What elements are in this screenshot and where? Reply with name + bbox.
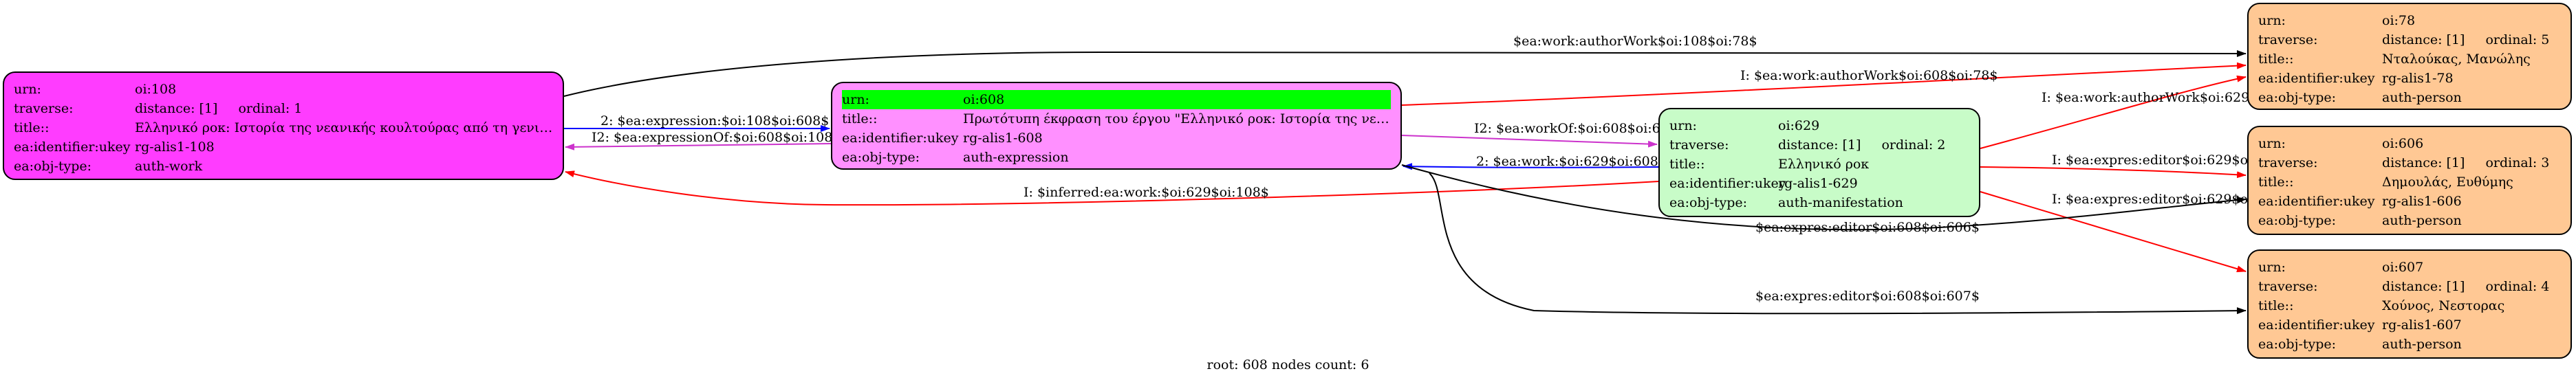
urn-key: urn: (842, 92, 869, 107)
urn-value: oi:606 (2382, 136, 2424, 151)
graph-footer: root: 608 nodes count: 6 (1206, 357, 1370, 372)
type-key: ea:obj-type: (2258, 213, 2337, 228)
type-value: auth-person (2382, 213, 2462, 228)
edge-108-78 (563, 49, 2247, 97)
title-key: title:: (1669, 157, 1705, 172)
edge-608-78 (1401, 62, 2247, 106)
edge-label-629-608: 2: $ea:work:$oi:629$oi:608$ (1476, 154, 1667, 169)
ukey-value: rg-alis1-608 (963, 131, 1043, 146)
traverse-key: traverse: (14, 101, 74, 116)
ukey-value: rg-alis1-108 (135, 139, 215, 155)
ukey-value: rg-alis1-629 (1778, 176, 1858, 191)
type-value: auth-person (2382, 90, 2462, 105)
edge-label-629-78: I: $ea:work:authorWork$oi:629$oi:78$ (2042, 90, 2299, 105)
type-key: ea:obj-type: (842, 150, 920, 165)
type-value: auth-work (135, 159, 203, 174)
edge-629-607 (1980, 191, 2247, 273)
type-key: ea:obj-type: (2258, 337, 2337, 352)
ukey-value: rg-alis1-606 (2382, 194, 2462, 209)
title-value: Νταλούκας, Μανώλης (2382, 52, 2531, 67)
traverse-key: traverse: (2258, 279, 2318, 294)
edge-label-108-78: $ea:work:authorWork$oi:108$oi:78$ (1513, 34, 1757, 49)
title-key: title:: (2258, 298, 2294, 313)
edge-label-629-606: I: $ea:expres:editor$oi:629$oi:606$ (2052, 153, 2290, 168)
root-highlight-row: urn: oi:608 (842, 90, 1391, 109)
distance-value: distance: [1] (2382, 155, 2465, 170)
urn-value: oi:629 (1778, 118, 1820, 133)
urn-value: oi:608 (963, 92, 1005, 107)
edge-label-608-629: I2: $ea:workOf:$oi:608$oi:629$ (1474, 121, 1685, 136)
traverse-key: traverse: (1669, 137, 1729, 153)
title-key: title:: (842, 111, 878, 126)
ordinal-value: ordinal: 1 (238, 101, 303, 116)
title-value: Δημουλάς, Ευθύμης (2382, 175, 2513, 190)
urn-value: oi:78 (2382, 13, 2416, 28)
edge-label-608-108: I2: $ea:expressionOf:$oi:608$oi:108$ (592, 130, 841, 145)
title-key: title:: (2258, 52, 2294, 67)
node-oi-108[interactable]: urn: oi:108 traverse: distance: [1] ordinal… (3, 71, 564, 180)
edge-label-629-108: I: $inferred:ea:work:$oi:629$oi:108$ (1024, 185, 1269, 200)
ukey-key: ea:identifier:ukey (1669, 176, 1786, 191)
urn-key: urn: (1669, 118, 1697, 133)
edge-label-608-607: $ea:expres:editor$oi:608$oi:607$ (1755, 289, 1980, 304)
ukey-key: ea:identifier:ukey (2258, 317, 2375, 333)
traverse-key: traverse: (2258, 32, 2318, 47)
node-oi-629[interactable]: urn: oi:629 traverse: distance: [1] ordinal… (1658, 108, 1980, 217)
title-key: title:: (2258, 175, 2294, 190)
ukey-key: ea:identifier:ukey (14, 139, 131, 155)
ukey-key: ea:identifier:ukey (2258, 71, 2375, 86)
edge-label-108-608: 2: $ea:expression:$oi:108$oi:608$ (600, 113, 829, 128)
type-value: auth-person (2382, 337, 2462, 352)
node-oi-606[interactable]: urn: oi:606 traverse: distance: [1] ordinal… (2247, 126, 2572, 235)
node-oi-607[interactable]: urn: oi:607 traverse: distance: [1] ordinal… (2247, 249, 2572, 359)
title-key: title:: (14, 120, 50, 135)
urn-key: urn: (2258, 13, 2286, 28)
ordinal-value: ordinal: 2 (1881, 137, 1946, 153)
type-key: ea:obj-type: (2258, 90, 2337, 105)
ordinal-value: ordinal: 3 (2485, 155, 2550, 170)
edge-608-108 (565, 143, 832, 150)
distance-value: distance: [1] (2382, 32, 2465, 47)
distance-value: distance: [1] (2382, 279, 2465, 294)
type-value: auth-manifestation (1778, 195, 1903, 210)
edge-629-606 (1980, 166, 2247, 179)
distance-value: distance: [1] (135, 101, 218, 116)
edge-629-78 (1980, 75, 2247, 149)
edge-629-108 (565, 170, 1659, 206)
urn-key: urn: (2258, 136, 2286, 151)
urn-value: oi:607 (2382, 260, 2424, 275)
urn-key: urn: (2258, 260, 2286, 275)
title-value: Ελληνικό ροκ (1778, 157, 1870, 172)
title-value: Χούνος, Νεστορας (2382, 298, 2505, 313)
ukey-value: rg-alis1-78 (2382, 71, 2454, 86)
edge-629-608 (1403, 163, 1659, 170)
type-key: ea:obj-type: (14, 159, 92, 174)
ukey-key: ea:identifier:ukey (2258, 194, 2375, 209)
node-oi-608-root[interactable]: urn: oi:608 title::Πρωτότυπη έκφραση του … (831, 82, 1402, 170)
edge-label-608-606: $ea:expres:editor$oi:608$oi:606$ (1755, 220, 1980, 235)
type-value: auth-expression (963, 150, 1069, 165)
edge-label-608-78: I: $ea:work:authorWork$oi:608$oi:78$ (1740, 68, 1998, 83)
type-key: ea:obj-type: (1669, 195, 1748, 210)
urn-value: oi:108 (135, 82, 177, 97)
ukey-value: rg-alis1-607 (2382, 317, 2462, 333)
title-value: Ελληνικό ροκ: Ιστορία της νεανικής κουλτ… (135, 120, 553, 135)
ordinal-value: ordinal: 5 (2485, 32, 2550, 47)
ukey-key: ea:identifier:ukey (842, 131, 959, 146)
ordinal-value: ordinal: 4 (2485, 279, 2550, 294)
edge-label-629-607: I: $ea:expres:editor$oi:629$oi:607$ (2052, 192, 2290, 207)
node-oi-78[interactable]: urn: oi:78 traverse: distance: [1] ordinal:… (2247, 3, 2572, 110)
title-value: Πρωτότυπη έκφραση του έργου "Ελληνικό ρο… (963, 111, 1391, 126)
edge-608-629 (1401, 135, 1658, 148)
edge-608-607 (1429, 172, 2247, 315)
distance-value: distance: [1] (1778, 137, 1861, 153)
edge-608-606 (1401, 164, 2247, 231)
traverse-key: traverse: (2258, 155, 2318, 170)
urn-key: urn: (14, 82, 41, 97)
